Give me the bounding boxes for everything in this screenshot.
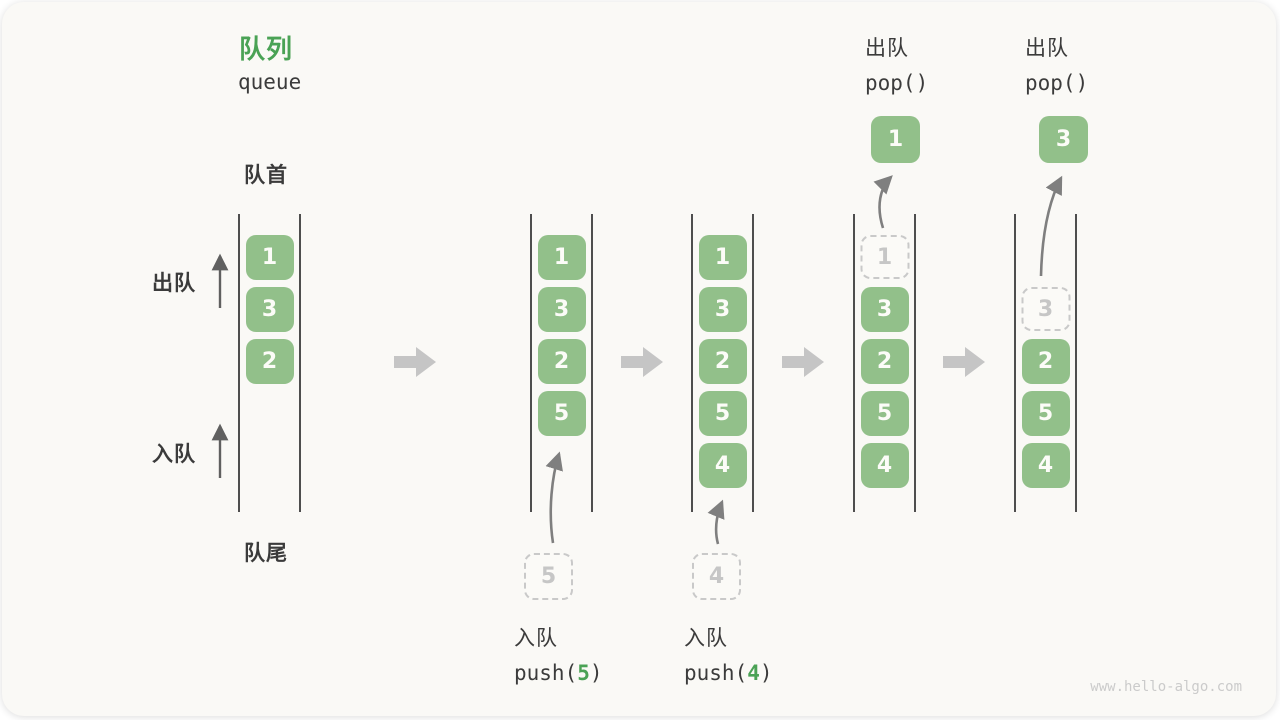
queue-state-1: 1 3 2: [238, 214, 301, 512]
queue-element: 2: [698, 339, 747, 384]
queue-state-3: 1 3 2 5 4: [691, 214, 754, 512]
queue-state-2: 1 3 2 5: [530, 214, 593, 512]
op-pop-1-zh: 出队: [865, 37, 909, 60]
queue-element: 5: [1021, 391, 1070, 436]
popped-element: 3: [1039, 116, 1088, 163]
op-label-push-4: 入队 push(4): [684, 622, 773, 685]
diagram-title-en: queue: [238, 70, 302, 94]
queue-element: 3: [537, 287, 586, 332]
queue-element: 5: [860, 391, 909, 436]
op-push-5-code: push(5): [514, 661, 603, 685]
queue-element: 5: [698, 391, 747, 436]
label-enqueue-side: 入队: [152, 443, 196, 466]
op-push-4-zh: 入队: [684, 627, 728, 650]
queue-state-4: 1 3 2 5 4: [853, 214, 916, 512]
op-label-push-5: 入队 push(5): [514, 622, 603, 685]
queue-element: 2: [1021, 339, 1070, 384]
state-transition-arrow-icon: [943, 347, 985, 377]
op-push-4-code: push(4): [684, 661, 773, 685]
queue-state-5: 3 2 5 4: [1014, 214, 1077, 512]
queue-element: 4: [1021, 443, 1070, 488]
label-queue-rear: 队尾: [244, 542, 288, 565]
queue-element: 2: [537, 339, 586, 384]
queue-element: 1: [537, 235, 586, 280]
queue-element: 3: [245, 287, 294, 332]
queue-element-removed: 3: [1021, 287, 1070, 331]
op-pop-2-zh: 出队: [1025, 37, 1069, 60]
queue-element: 2: [860, 339, 909, 384]
incoming-element: 5: [524, 553, 573, 600]
op-label-pop-2: 出队 pop(): [1025, 32, 1088, 95]
queue-element: 3: [698, 287, 747, 332]
state-transition-arrow-icon: [394, 347, 436, 377]
state-transition-arrow-icon: [621, 347, 663, 377]
queue-element: 4: [698, 443, 747, 488]
queue-element: 3: [860, 287, 909, 332]
push-5-arg: 5: [577, 661, 590, 685]
push-4-arg: 4: [747, 661, 760, 685]
op-push-5-zh: 入队: [514, 627, 558, 650]
label-queue-front: 队首: [244, 164, 288, 187]
op-pop-2-code: pop(): [1025, 71, 1089, 95]
queue-element: 5: [537, 391, 586, 436]
op-pop-1-code: pop(): [865, 71, 929, 95]
queue-element: 1: [245, 235, 294, 280]
incoming-element: 4: [692, 553, 741, 600]
op-label-pop-1: 出队 pop(): [865, 32, 928, 95]
state-transition-arrow-icon: [782, 347, 824, 377]
diagram-title-zh: 队列: [239, 34, 294, 64]
label-dequeue-side: 出队: [152, 272, 196, 295]
queue-element: 2: [245, 339, 294, 384]
queue-element-removed: 1: [860, 235, 909, 279]
queue-element: 1: [698, 235, 747, 280]
popped-element: 1: [871, 116, 920, 163]
watermark: www.hello-algo.com: [1090, 679, 1242, 695]
queue-element: 4: [860, 443, 909, 488]
